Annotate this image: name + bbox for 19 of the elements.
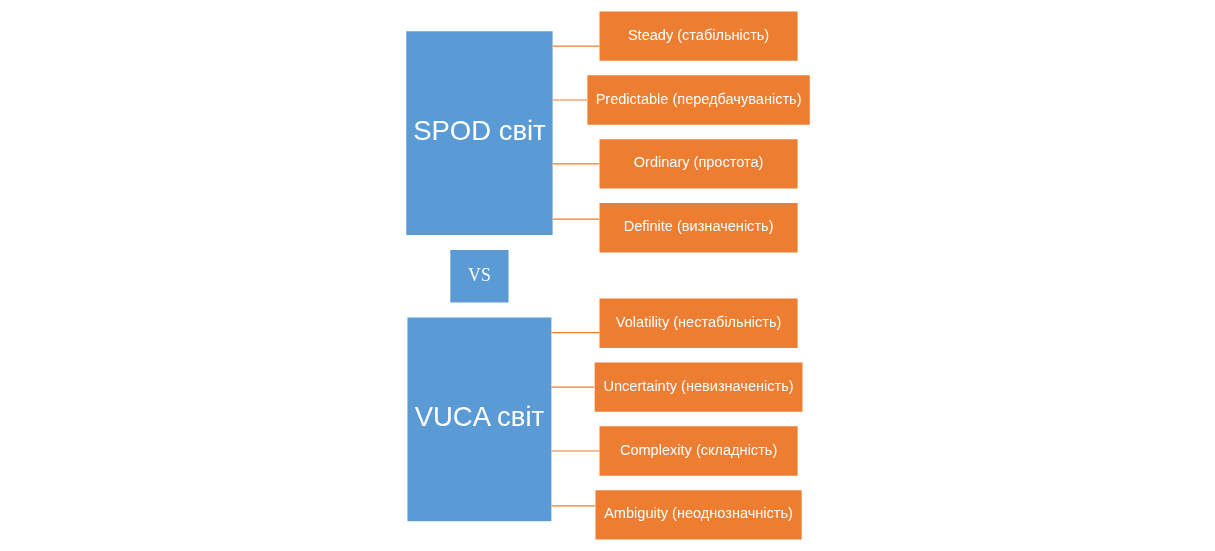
node-box: SPOD світ [405,31,553,236]
node-box: VS [449,250,509,303]
connector [550,505,596,507]
connector [550,386,595,388]
connector [551,99,588,101]
node-box: Ordinary (простота) [599,139,798,189]
node-box: Complexity (складність) [599,426,798,476]
connector [550,332,600,334]
connector [551,218,600,220]
node-box: Steady (стабільність) [599,11,798,61]
node-box: Ambiguity (неоднозначність) [594,490,802,540]
connector [551,45,600,47]
node-box: Definite (визначеність) [599,203,798,253]
connector [550,450,600,452]
connector [551,163,600,165]
node-box: Predictable (передбачуваність) [586,75,810,125]
node-box: Uncertainty (невизначеність) [594,362,802,412]
node-box: Volatility (нестабільність) [599,298,798,348]
node-box: VUCA світ [406,317,551,522]
